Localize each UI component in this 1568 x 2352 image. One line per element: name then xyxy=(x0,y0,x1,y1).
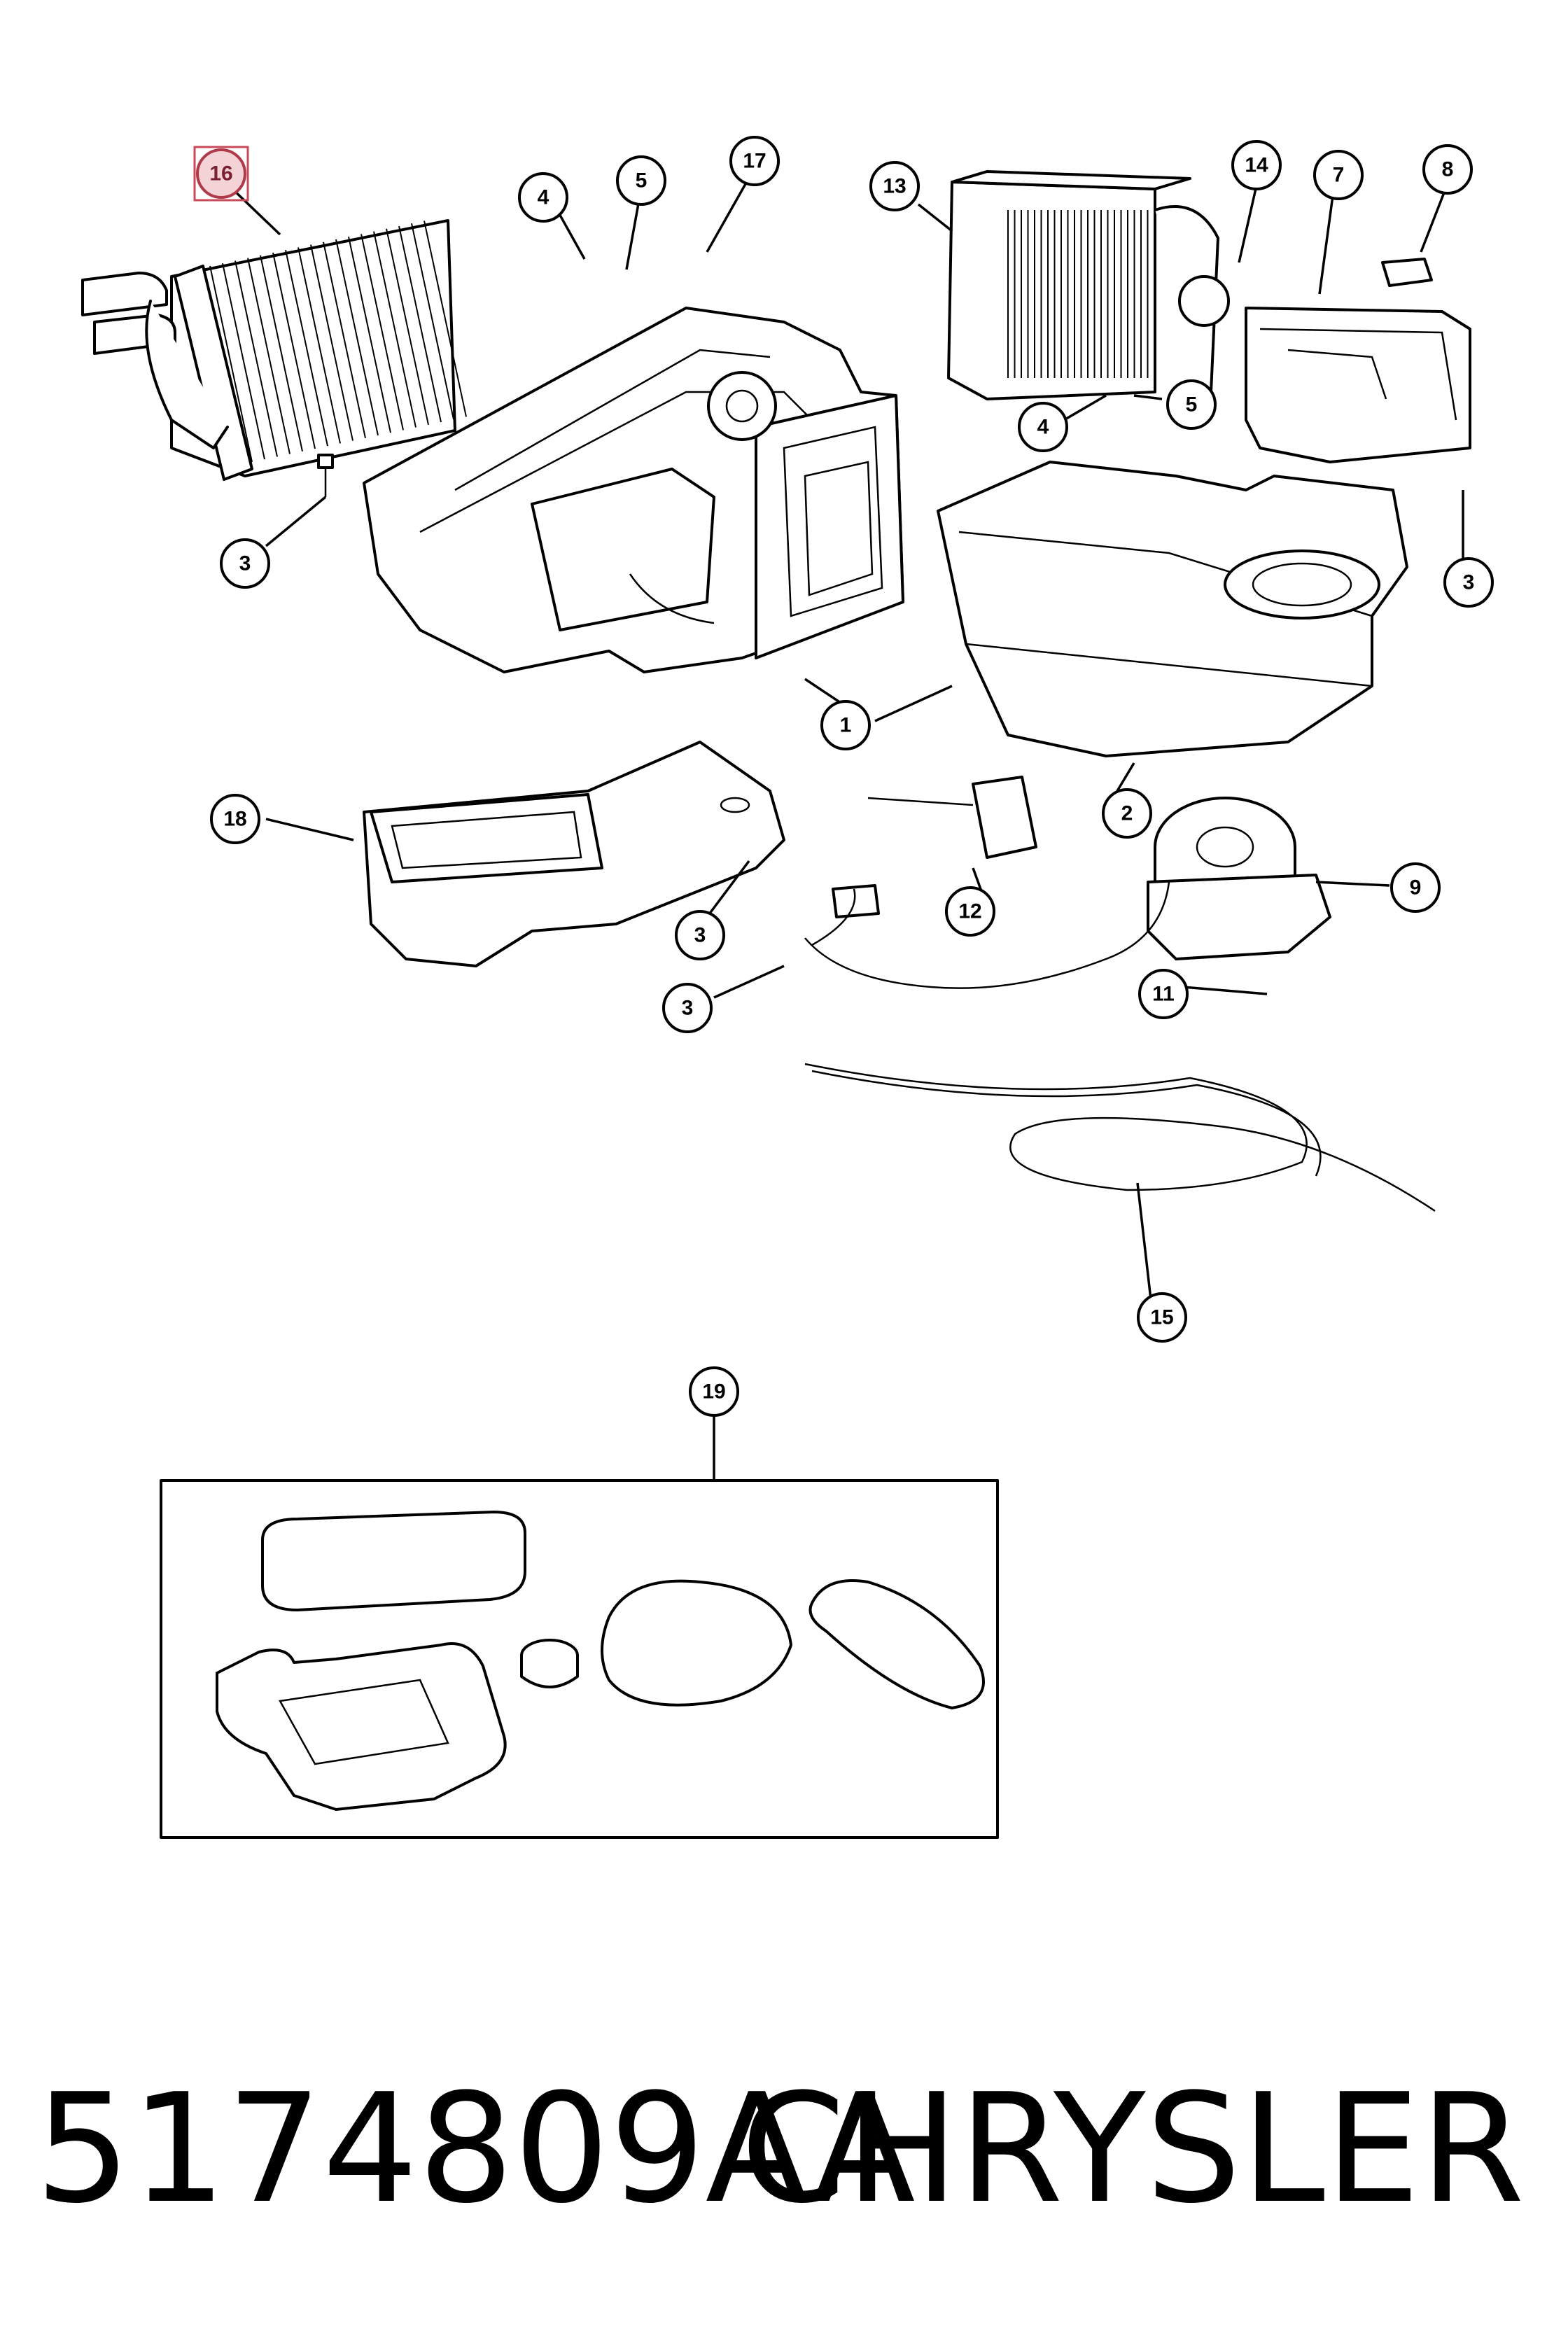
brand-name: CHRYSLER xyxy=(740,2061,1525,2236)
callout-12[interactable]: 12 xyxy=(945,886,995,937)
heater-housing-left[interactable] xyxy=(363,307,904,673)
callout-label: 7 xyxy=(1333,164,1345,187)
blower-resistor[interactable] xyxy=(867,776,1037,859)
callout-5[interactable]: 5 xyxy=(616,155,666,206)
callout-4[interactable]: 4 xyxy=(518,172,568,223)
callout-8[interactable]: 8 xyxy=(1422,144,1473,195)
callout-label: 4 xyxy=(538,186,550,209)
callout-label: 8 xyxy=(1442,158,1454,181)
blower-motor[interactable] xyxy=(1147,797,1331,960)
callout-label: 3 xyxy=(682,997,694,1020)
callout-3[interactable]: 3 xyxy=(675,910,725,960)
control-cable[interactable] xyxy=(804,1063,1436,1212)
callout-7[interactable]: 7 xyxy=(1313,150,1364,200)
callout-label: 2 xyxy=(1121,802,1133,825)
callout-label: 11 xyxy=(1152,983,1175,1006)
callout-2[interactable]: 2 xyxy=(1102,788,1152,839)
callout-label: 5 xyxy=(1186,393,1198,416)
air-inlet-duct[interactable] xyxy=(363,741,785,967)
callout-label: 3 xyxy=(1463,571,1475,594)
seal-kit[interactable] xyxy=(160,1479,999,1839)
callout-label: 15 xyxy=(1150,1306,1173,1329)
callout-label: 14 xyxy=(1245,154,1268,177)
callout-label: 17 xyxy=(743,150,766,173)
callout-11[interactable]: 11 xyxy=(1138,969,1189,1019)
callout-3[interactable]: 3 xyxy=(220,538,270,589)
callout-label: 12 xyxy=(958,900,981,923)
wiring-harness[interactable] xyxy=(804,881,1170,989)
callout-19[interactable]: 19 xyxy=(689,1366,739,1417)
clip[interactable] xyxy=(1381,258,1433,287)
callout-4[interactable]: 4 xyxy=(1018,402,1068,452)
callout-3[interactable]: 3 xyxy=(1443,557,1494,608)
callout-15[interactable]: 15 xyxy=(1137,1292,1187,1343)
part-number: 5174809AA xyxy=(35,2061,916,2236)
heater-housing-right[interactable] xyxy=(937,461,1408,757)
evaporator-core[interactable] xyxy=(947,170,1230,400)
callout-18[interactable]: 18 xyxy=(210,794,260,844)
callout-13[interactable]: 13 xyxy=(869,161,920,211)
callout-16[interactable]: 16 xyxy=(193,146,249,202)
callout-label: 18 xyxy=(223,808,246,831)
callout-label: 16 xyxy=(209,162,232,186)
callout-1[interactable]: 1 xyxy=(820,700,871,750)
heater-core[interactable] xyxy=(81,219,467,481)
callout-label: 5 xyxy=(636,169,648,192)
callout-label: 13 xyxy=(883,175,906,198)
callout-9[interactable]: 9 xyxy=(1390,862,1441,913)
callout-14[interactable]: 14 xyxy=(1231,140,1282,190)
callout-3[interactable]: 3 xyxy=(662,983,713,1033)
blower-housing-cover[interactable] xyxy=(1245,307,1471,463)
callout-label: 3 xyxy=(239,552,251,575)
callout-17[interactable]: 17 xyxy=(729,136,780,186)
callout-label: 3 xyxy=(694,924,706,947)
callout-label: 19 xyxy=(702,1380,725,1404)
callout-label: 4 xyxy=(1037,416,1049,439)
callout-5[interactable]: 5 xyxy=(1166,379,1217,430)
callout-label: 1 xyxy=(840,714,852,737)
callout-label: 9 xyxy=(1410,876,1422,899)
screw[interactable] xyxy=(317,454,334,497)
